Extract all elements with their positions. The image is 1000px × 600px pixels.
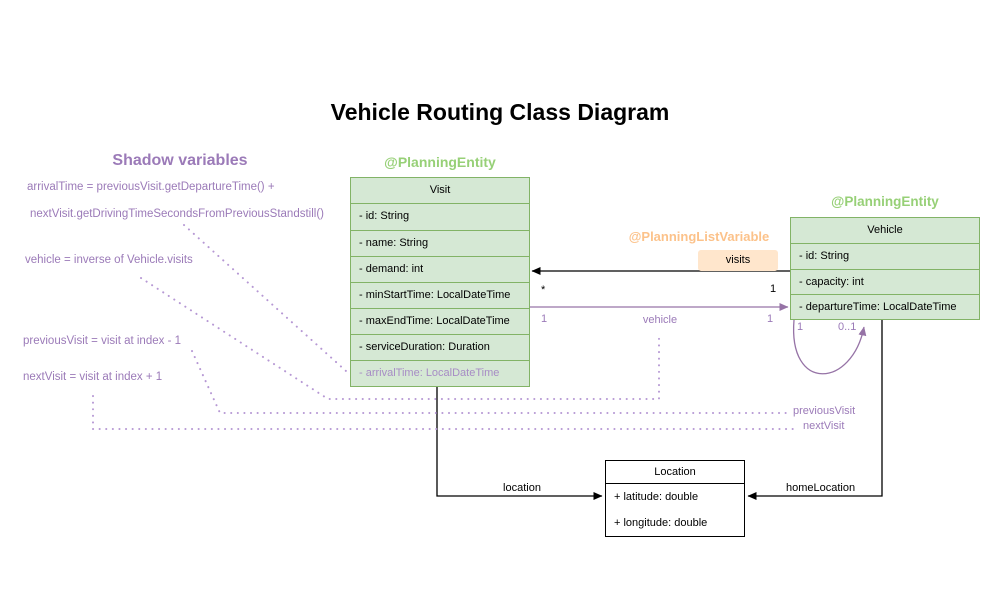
visit-attr-name: - name: String — [351, 230, 529, 256]
vehicle-mult-right: 1 — [767, 313, 774, 325]
homelocation-edge-label: homeLocation — [786, 482, 856, 494]
visit-planning-entity-annotation: @PlanningEntity — [384, 154, 496, 170]
nextvisit-dotted-connector — [92, 395, 798, 430]
visit-attr-maxendtime: - maxEndTime: LocalDateTime — [351, 308, 529, 334]
class-table-vehicle: Vehicle - id: String - capacity: int - d… — [790, 217, 980, 320]
shadow-line-arrivaltime-1: arrivalTime = previousVisit.getDeparture… — [27, 181, 275, 193]
vehicle-attr-id: - id: String — [799, 250, 850, 262]
location-arrow — [436, 386, 603, 500]
vehicle-mult-left: 1 — [541, 313, 548, 325]
vehicle-edge-label: vehicle — [642, 314, 678, 326]
nextvisit-edge-label: nextVisit — [803, 420, 845, 432]
previousvisit-edge-label: previousVisit — [793, 405, 856, 417]
visit-class-name: Visit — [351, 178, 529, 204]
shadow-line-nextvisit: nextVisit = visit at index + 1 — [23, 371, 163, 383]
location-edge-label: location — [503, 482, 541, 494]
visit-attr-id: - id: String — [359, 210, 410, 222]
visits-edge-label: visits — [698, 250, 778, 271]
vehicle-attr-capacity: - capacity: int — [791, 269, 979, 294]
visits-mult-star: * — [541, 284, 546, 296]
visit-attr-serviceduration: - serviceDuration: Duration — [351, 334, 529, 360]
vehicle-planning-entity-annotation: @PlanningEntity — [831, 194, 939, 209]
shadow-variables-heading: Shadow variables — [112, 152, 248, 169]
shadow-line-vehicle: vehicle = inverse of Vehicle.visits — [25, 254, 193, 266]
visit-attr-arrivaltime: - arrivalTime: LocalDateTime — [351, 360, 529, 386]
visit-attr-demand: - demand: int — [351, 256, 529, 282]
planning-list-variable-annotation: @PlanningListVariable — [628, 229, 770, 244]
class-table-location: Location + latitude: double + longitude:… — [605, 460, 745, 537]
visit-attr-minstarttime: - minStartTime: LocalDateTime — [351, 282, 529, 308]
visits-mult-one: 1 — [770, 283, 777, 295]
shadow-line-arrivaltime-2: nextVisit.getDrivingTimeSecondsFromPrevi… — [30, 208, 324, 220]
diagram-title: Vehicle Routing Class Diagram — [330, 99, 670, 125]
chain-mult-zero-one: 0..1 — [838, 321, 857, 333]
class-table-visit: Visit - id: String - name: String - dema… — [350, 177, 530, 387]
vehicle-class-name: Vehicle — [791, 218, 979, 244]
location-class-name: Location — [606, 461, 744, 484]
location-attr-longitude: + longitude: double — [614, 517, 708, 529]
arrivaltime-dotted-connector — [183, 224, 347, 372]
chain-mult-one: 1 — [797, 321, 804, 333]
location-attr-latitude: + latitude: double — [614, 491, 699, 503]
shadow-line-previousvisit: previousVisit = visit at index - 1 — [23, 335, 181, 347]
vehicle-attr-departuretime: - departureTime: LocalDateTime — [791, 294, 979, 319]
